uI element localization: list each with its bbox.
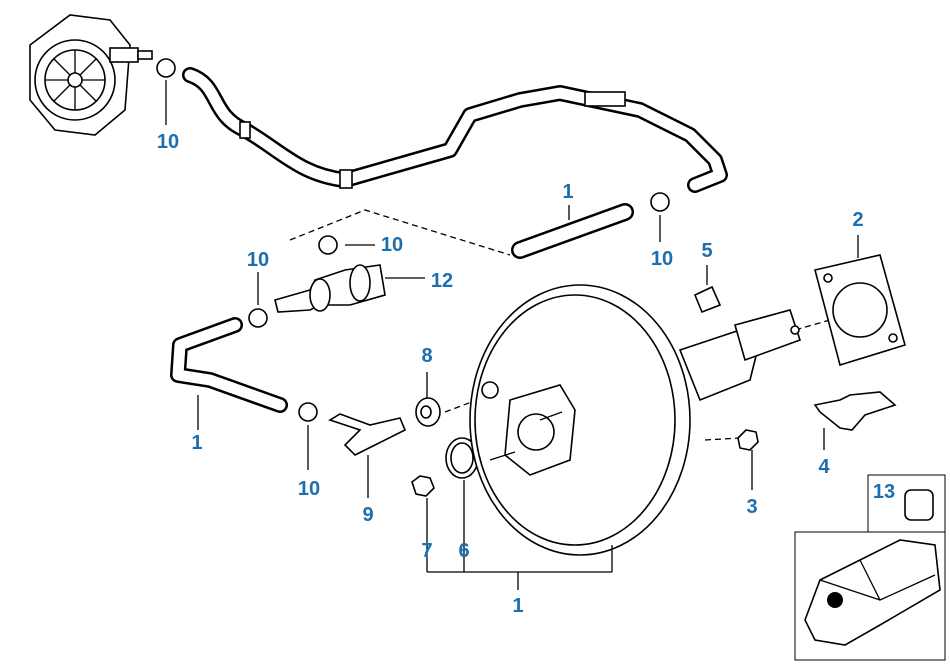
hex-nut — [411, 475, 435, 497]
callout-13[interactable]: 13 — [872, 481, 896, 503]
callout-5[interactable]: 5 — [701, 240, 713, 262]
callout-10[interactable]: 10 — [297, 478, 321, 500]
car-locator-inset — [794, 474, 946, 661]
hose-clamps — [156, 58, 670, 422]
callout-1[interactable]: 1 — [562, 181, 574, 203]
callout-2[interactable]: 2 — [852, 209, 864, 231]
callout-10[interactable]: 10 — [246, 249, 270, 271]
clevis-pin — [813, 391, 897, 431]
brake-booster — [469, 284, 761, 556]
callout-1[interactable]: 1 — [512, 595, 524, 617]
callout-1[interactable]: 1 — [191, 432, 203, 454]
callout-10[interactable]: 10 — [156, 131, 180, 153]
elbow-fitting — [328, 413, 407, 456]
check-valve — [274, 264, 386, 313]
gasket — [814, 254, 906, 367]
callout-10[interactable]: 10 — [380, 234, 404, 256]
grommet — [415, 397, 441, 427]
vacuum-pump — [29, 14, 153, 136]
nut — [737, 429, 759, 451]
callout-7[interactable]: 7 — [421, 540, 433, 562]
callout-8[interactable]: 8 — [421, 345, 433, 367]
leader-lines — [165, 80, 859, 590]
callout-4[interactable]: 4 — [818, 456, 830, 478]
callout-10[interactable]: 10 — [650, 248, 674, 270]
callout-6[interactable]: 6 — [458, 540, 470, 562]
callout-9[interactable]: 9 — [362, 504, 374, 526]
vacuum-hose-upper — [182, 67, 728, 193]
callout-3[interactable]: 3 — [746, 496, 758, 518]
mounting-bracket — [693, 285, 802, 362]
callout-12[interactable]: 12 — [430, 270, 454, 292]
vacuum-hose-lower — [170, 317, 288, 413]
hose-segment — [511, 203, 634, 259]
